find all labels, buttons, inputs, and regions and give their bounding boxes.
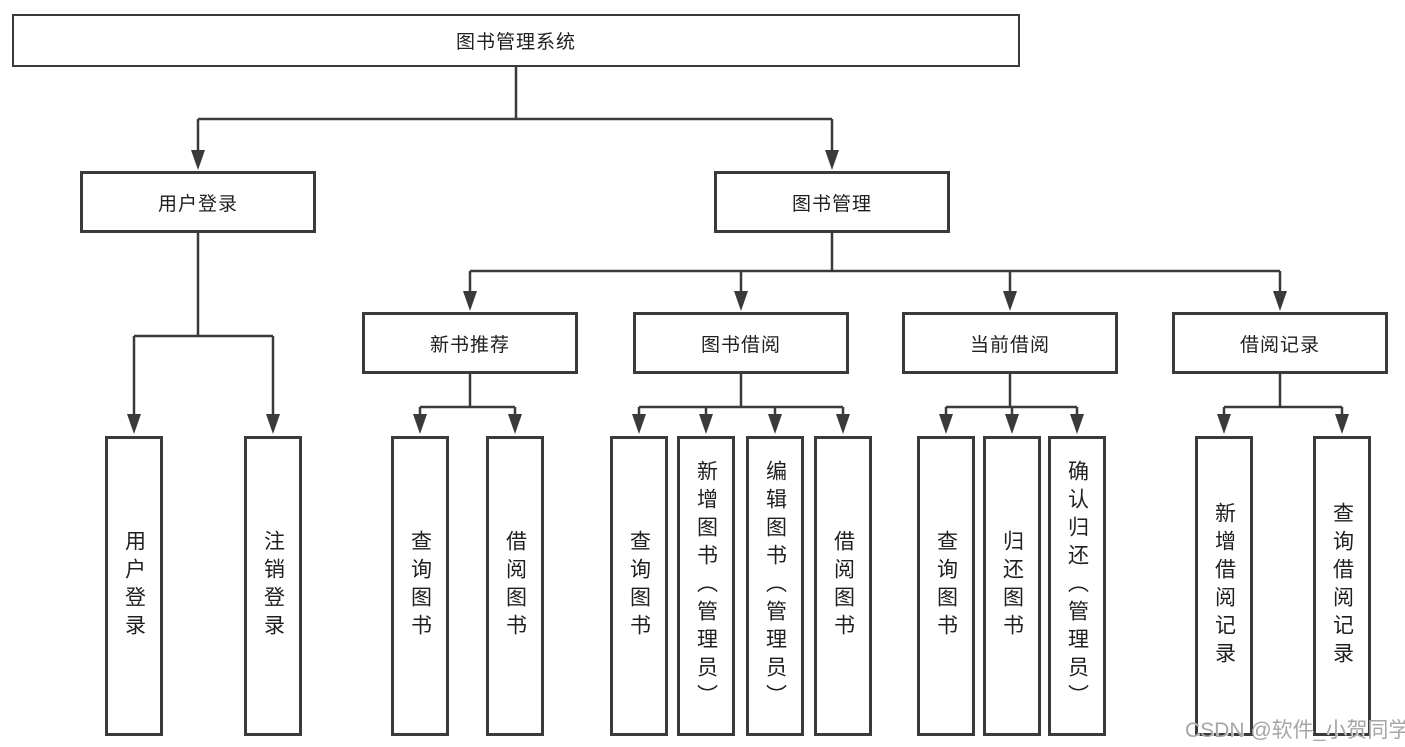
node-book-management: 图书管理 [714,171,950,233]
arrowhead [1217,414,1231,434]
arrowhead [508,414,522,434]
arrowhead [127,414,141,434]
node-label: 图书借阅 [700,334,781,356]
arrowhead [463,291,477,311]
node-book-borrowing: 图书借阅 [633,312,849,374]
leaf-borrow-books: 借阅图书 [814,436,872,736]
arrowhead [1273,291,1287,311]
node-label: 归还图书 [1000,530,1024,642]
leaf-logout: 注销登录 [244,436,302,736]
leaf-query-books-current: 查询图书 [917,436,975,736]
node-new-book-recommendation: 新书推荐 [362,312,578,374]
node-label: 借阅记录 [1239,334,1320,356]
node-label: 查询借阅记录 [1330,502,1354,670]
node-label: 借阅图书 [503,530,527,642]
leaf-add-borrow-record: 新增借阅记录 [1195,436,1253,736]
leaf-confirm-return-admin: 确认归还（管理员） [1048,436,1106,736]
arrowhead [825,150,839,170]
leaf-add-book-admin: 新增图书（管理员） [677,436,735,736]
arrowhead [734,291,748,311]
node-label: 查询图书 [408,530,432,642]
arrowhead [191,150,205,170]
arrowhead [266,414,280,434]
leaf-return-books: 归还图书 [983,436,1041,736]
node-label: 编辑图书（管理员） [763,460,787,712]
leaf-edit-book-admin: 编辑图书（管理员） [746,436,804,736]
arrowhead [1005,414,1019,434]
node-label: 确认归还（管理员） [1065,460,1089,712]
arrowhead [836,414,850,434]
leaf-query-books-borrow: 查询图书 [610,436,668,736]
leaf-user-login: 用户登录 [105,436,163,736]
leaf-borrow-books-recommend: 借阅图书 [486,436,544,736]
node-label: 图书管理系统 [455,32,576,53]
node-current-borrowing: 当前借阅 [902,312,1118,374]
node-label: 当前借阅 [969,334,1050,356]
arrowhead [699,414,713,434]
node-label: 注销登录 [261,530,285,642]
arrowhead [632,414,646,434]
node-label: 图书管理 [791,193,872,215]
node-borrowing-records: 借阅记录 [1172,312,1388,374]
leaf-query-books-recommend: 查询图书 [391,436,449,736]
arrowhead [1070,414,1084,434]
arrowhead [1003,291,1017,311]
arrowhead [1335,414,1349,434]
node-label: 新增图书（管理员） [694,460,718,712]
node-label: 借阅图书 [831,530,855,642]
node-user-login: 用户登录 [80,171,316,233]
node-library-management-system: 图书管理系统 [12,14,1020,67]
node-label: 新书推荐 [429,334,510,356]
node-label: 新增借阅记录 [1212,502,1236,670]
arrowhead [413,414,427,434]
arrowhead [768,414,782,434]
node-label: 查询图书 [934,530,958,642]
node-label: 用户登录 [157,193,238,215]
node-label: 查询图书 [627,530,651,642]
arrowhead [939,414,953,434]
leaf-query-borrow-record: 查询借阅记录 [1313,436,1371,736]
node-label: 用户登录 [122,530,146,642]
